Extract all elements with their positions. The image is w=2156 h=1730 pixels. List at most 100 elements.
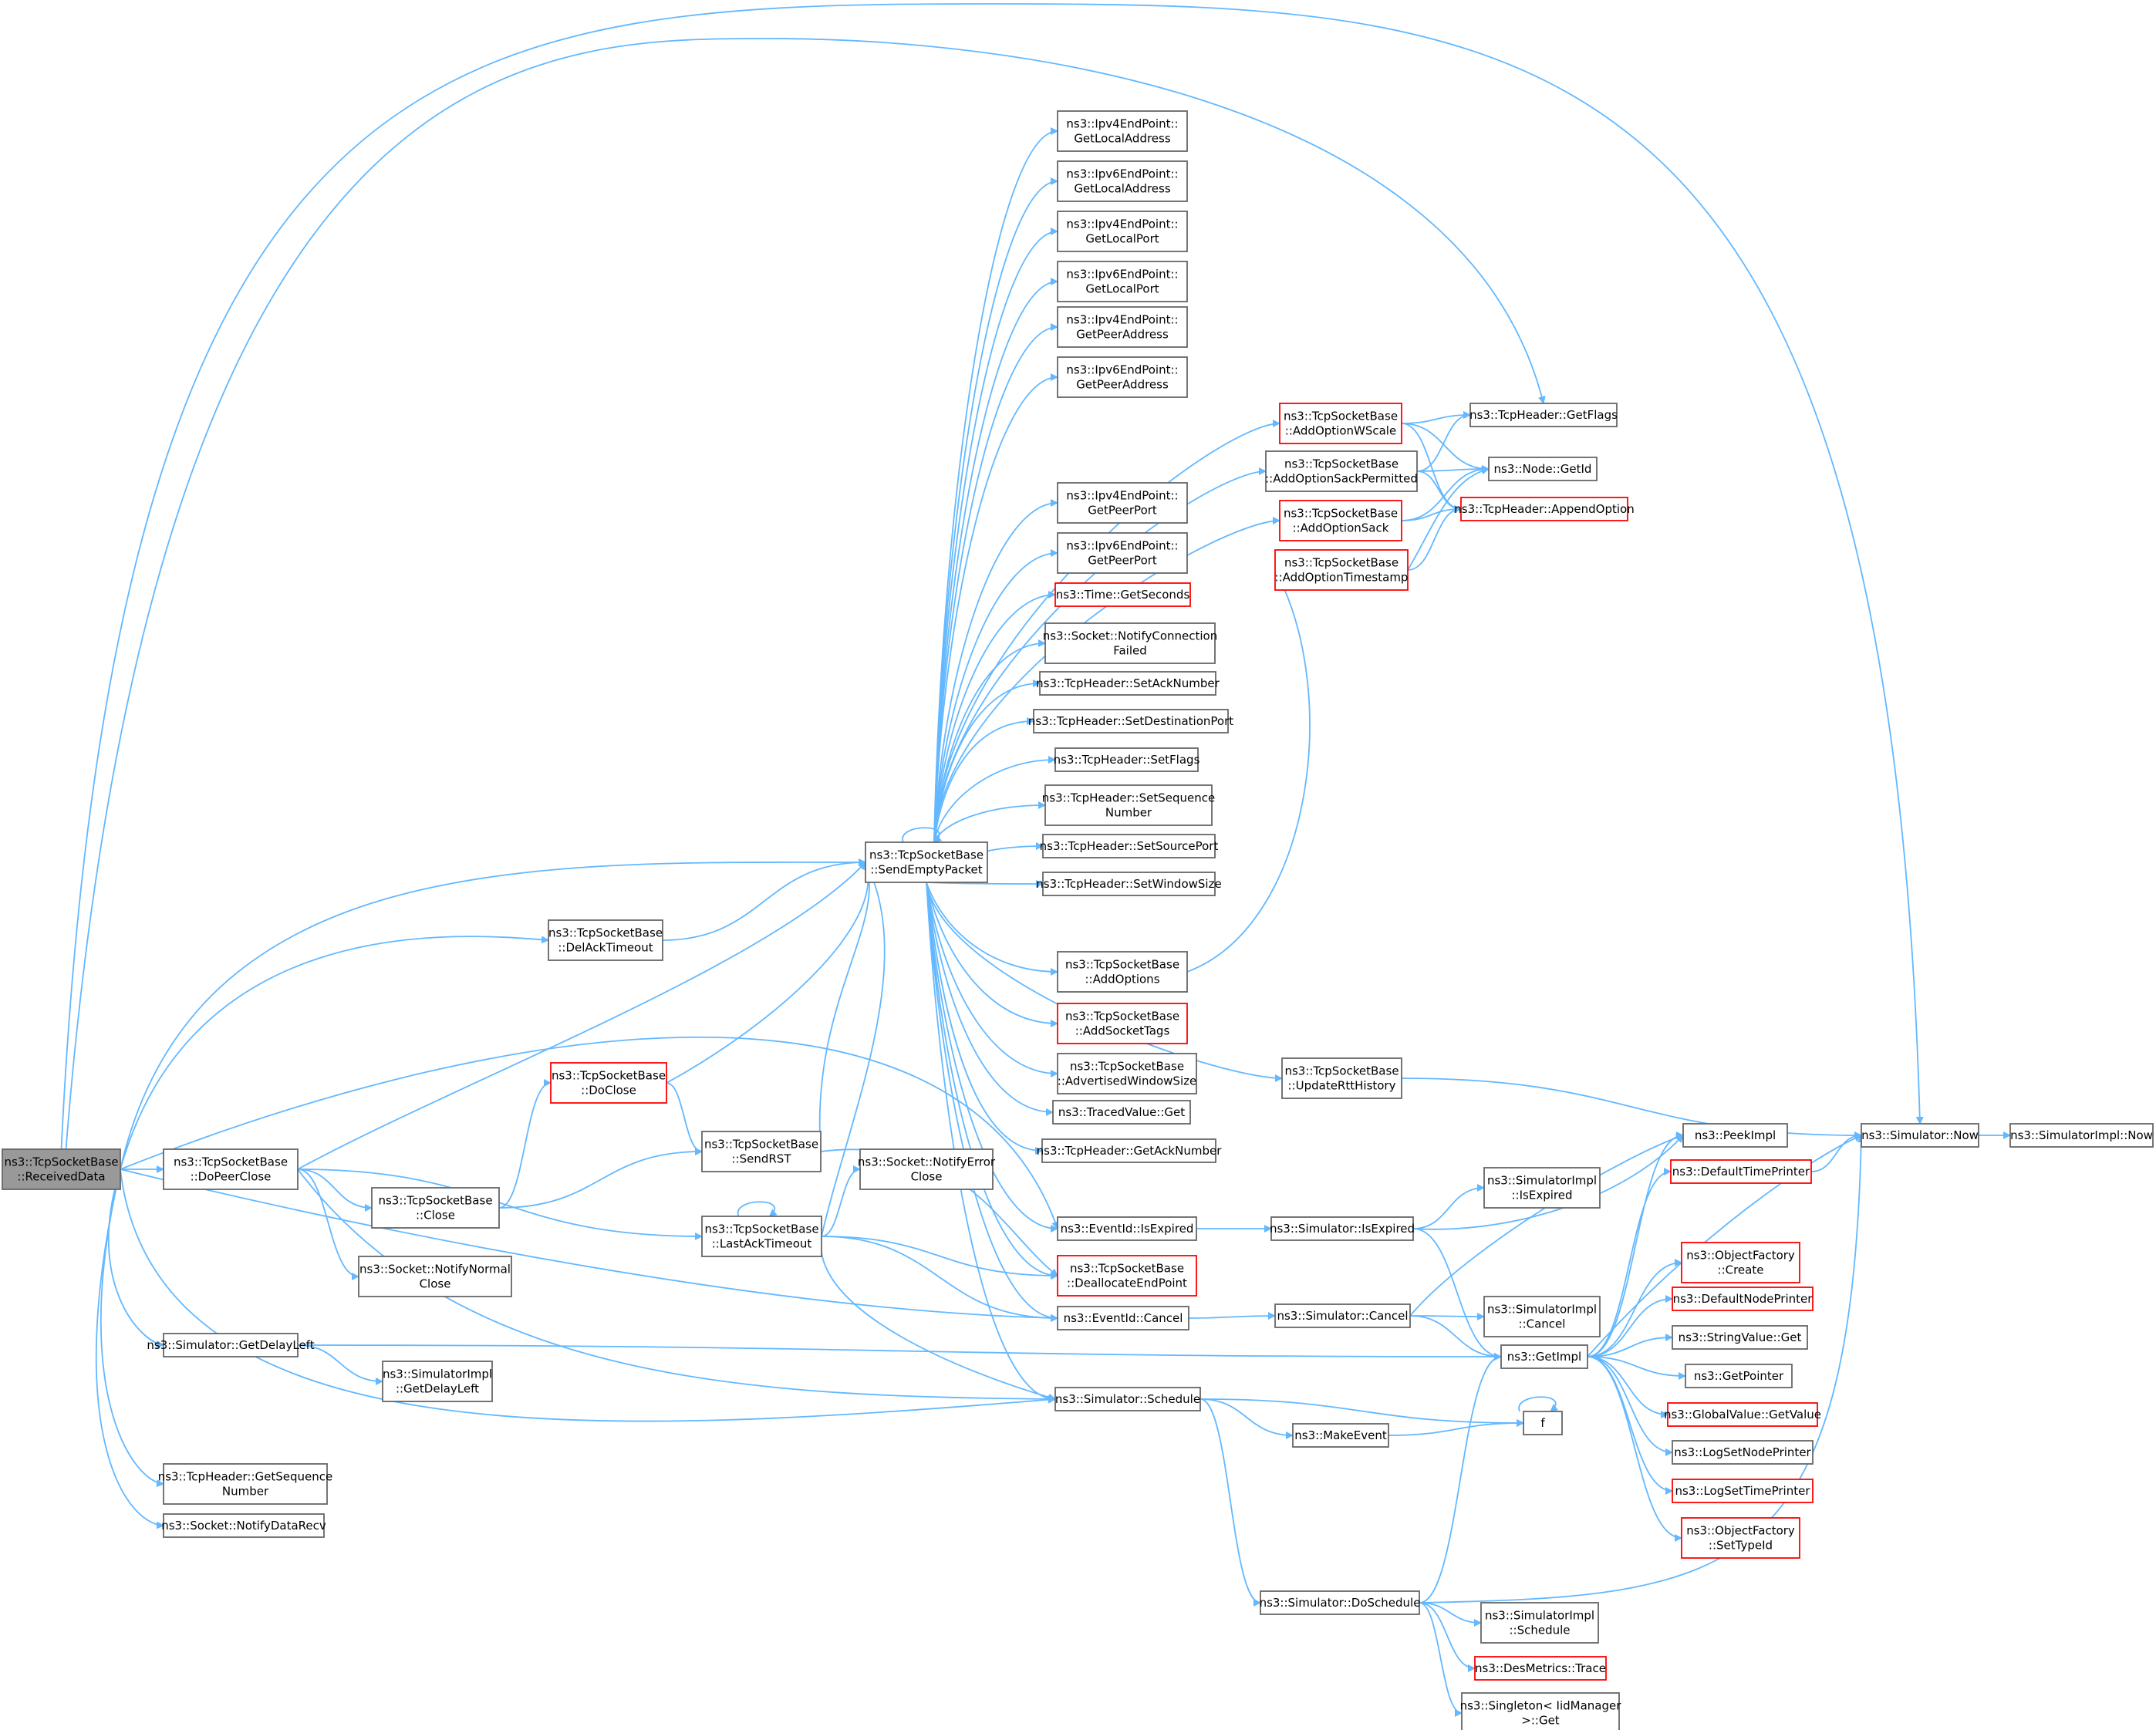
node-ImplIsExpired[interactable]: ns3::SimulatorImpl::IsExpired <box>1483 1167 1601 1209</box>
node-Ipv6GetLocalAddress[interactable]: ns3::Ipv6EndPoint::GetLocalAddress <box>1057 160 1188 202</box>
node-box[interactable] <box>1265 450 1418 492</box>
node-AppendOption[interactable]: ns3::TcpHeader::AppendOption <box>1454 497 1635 521</box>
node-box[interactable] <box>1044 784 1213 826</box>
node-DeallocateEndPoint[interactable]: ns3::TcpSocketBase::DeallocateEndPoint <box>1057 1255 1197 1297</box>
node-box[interactable] <box>1483 1296 1601 1337</box>
node-EventIdIsExpired[interactable]: ns3::EventId::IsExpired <box>1057 1216 1197 1241</box>
node-box[interactable] <box>1057 110 1188 152</box>
node-box[interactable] <box>371 1187 500 1229</box>
node-Ipv4GetLocalPort[interactable]: ns3::Ipv4EndPoint::GetLocalPort <box>1057 211 1188 252</box>
node-box[interactable] <box>1270 1216 1414 1241</box>
node-SimSchedule[interactable]: ns3::Simulator::Schedule <box>1054 1387 1201 1411</box>
node-ImplSchedule[interactable]: ns3::SimulatorImpl::Schedule <box>1480 1602 1599 1644</box>
node-box[interactable] <box>1057 306 1188 348</box>
node-SetDestinationPort[interactable]: ns3::TcpHeader::SetDestinationPort <box>1028 709 1233 733</box>
node-ImplCancel[interactable]: ns3::SimulatorImpl::Cancel <box>1483 1296 1601 1337</box>
node-SendRST[interactable]: ns3::TcpSocketBase::SendRST <box>701 1131 822 1172</box>
node-box[interactable] <box>1057 951 1188 993</box>
node-Close[interactable]: ns3::TcpSocketBase::Close <box>371 1187 500 1229</box>
node-SimNow[interactable]: ns3::Simulator::Now <box>1861 1123 1979 1148</box>
node-Ipv6GetLocalPort[interactable]: ns3::Ipv6EndPoint::GetLocalPort <box>1057 261 1188 302</box>
node-AddOptions[interactable]: ns3::TcpSocketBase::AddOptions <box>1057 951 1188 993</box>
node-box[interactable] <box>1672 1287 1814 1311</box>
node-PeekImpl[interactable]: ns3::PeekImpl <box>1682 1123 1788 1148</box>
node-box[interactable] <box>1274 1303 1411 1328</box>
node-box[interactable] <box>1042 872 1216 896</box>
node-box[interactable] <box>1054 1387 1201 1411</box>
node-ObjectFactoryCreate[interactable]: ns3::ObjectFactory::Create <box>1681 1242 1800 1283</box>
node-SimCancel[interactable]: ns3::Simulator::Cancel <box>1274 1303 1411 1328</box>
node-box[interactable] <box>163 1333 299 1357</box>
node-box[interactable] <box>1488 457 1598 481</box>
node-box[interactable] <box>1054 747 1199 772</box>
node-ImplGetDelayLeft[interactable]: ns3::SimulatorImpl::GetDelayLeft <box>382 1361 493 1402</box>
node-box[interactable] <box>163 1463 328 1505</box>
node-box[interactable] <box>1057 1216 1197 1241</box>
node-box[interactable] <box>1057 261 1188 302</box>
node-Ipv4GetLocalAddress[interactable]: ns3::Ipv4EndPoint::GetLocalAddress <box>1057 110 1188 152</box>
node-box[interactable] <box>1681 1242 1800 1283</box>
node-box[interactable] <box>382 1361 493 1402</box>
node-box[interactable] <box>1460 497 1628 521</box>
node-SetFlags[interactable]: ns3::TcpHeader::SetFlags <box>1054 747 1200 772</box>
node-GetPointer[interactable]: ns3::GetPointer <box>1685 1364 1793 1388</box>
node-box[interactable] <box>1039 671 1216 696</box>
node-box[interactable] <box>1057 160 1188 202</box>
node-box[interactable] <box>1861 1123 1979 1148</box>
node-box[interactable] <box>1682 1123 1788 1148</box>
node-NodeGetId[interactable]: ns3::Node::GetId <box>1488 457 1598 481</box>
node-TimeGetSeconds[interactable]: ns3::Time::GetSeconds <box>1054 582 1191 607</box>
node-DoClose[interactable]: ns3::TcpSocketBase::DoClose <box>550 1062 667 1104</box>
node-SingletonGet[interactable]: ns3::Singleton< IidManager >::Get <box>1460 1692 1622 1730</box>
node-box[interactable] <box>358 1256 512 1297</box>
node-TracedValueGet[interactable]: ns3::TracedValue::Get <box>1052 1100 1191 1125</box>
node-box[interactable] <box>1052 1100 1191 1125</box>
node-box[interactable] <box>550 1062 667 1104</box>
node-StringValueGet[interactable]: ns3::StringValue::Get <box>1672 1325 1808 1350</box>
node-box[interactable] <box>1054 582 1191 607</box>
node-box[interactable] <box>1057 1053 1197 1094</box>
node-box[interactable] <box>2009 1123 2154 1148</box>
node-box[interactable] <box>1667 1402 1818 1427</box>
node-box[interactable] <box>1057 211 1188 252</box>
node-f[interactable]: f <box>1523 1411 1563 1435</box>
node-box[interactable] <box>548 919 663 961</box>
node-UpdateRttHistory[interactable]: ns3::TcpSocketBase::UpdateRttHistory <box>1281 1057 1402 1099</box>
node-box[interactable] <box>1670 1159 1812 1184</box>
node-Ipv6GetPeerAddress[interactable]: ns3::Ipv6EndPoint::GetPeerAddress <box>1057 356 1188 398</box>
node-SendEmptyPacket[interactable]: ns3::TcpSocketBase::SendEmptyPacket <box>865 841 988 883</box>
node-DefaultNodePrinter[interactable]: ns3::DefaultNodePrinter <box>1672 1287 1814 1311</box>
node-box[interactable] <box>1469 403 1618 427</box>
node-ImplNow[interactable]: ns3::SimulatorImpl::Now <box>2009 1123 2154 1148</box>
node-DelAckTimeout[interactable]: ns3::TcpSocketBase::DelAckTimeout <box>548 919 663 961</box>
node-box[interactable] <box>701 1216 822 1257</box>
node-box[interactable] <box>1281 1057 1402 1099</box>
node-box[interactable] <box>859 1148 994 1190</box>
node-SetWindowSize[interactable]: ns3::TcpHeader::SetWindowSize <box>1036 872 1222 896</box>
node-box[interactable] <box>1057 356 1188 398</box>
node-box[interactable] <box>163 1513 325 1538</box>
node-box[interactable] <box>163 1148 299 1190</box>
node-SetSourcePort[interactable]: ns3::TcpHeader::SetSourcePort <box>1040 834 1219 858</box>
node-AddOptionTimestamp[interactable]: ns3::TcpSocketBase::AddOptionTimestamp <box>1274 549 1409 591</box>
node-AddSocketTags[interactable]: ns3::TcpSocketBase::AddSocketTags <box>1057 1003 1188 1044</box>
node-MakeEvent[interactable]: ns3::MakeEvent <box>1292 1423 1389 1448</box>
node-box[interactable] <box>865 841 988 883</box>
node-AddOptionWScale[interactable]: ns3::TcpSocketBase::AddOptionWScale <box>1279 403 1402 444</box>
node-DoPeerClose[interactable]: ns3::TcpSocketBase::DoPeerClose <box>163 1148 299 1190</box>
node-box[interactable] <box>1260 1590 1420 1615</box>
node-box[interactable] <box>1672 1325 1808 1350</box>
node-box[interactable] <box>1044 622 1216 664</box>
node-EventIdCancel[interactable]: ns3::EventId::Cancel <box>1057 1306 1189 1330</box>
node-box[interactable] <box>1672 1440 1814 1465</box>
node-AdvertisedWindowSize[interactable]: ns3::TcpSocketBase::AdvertisedWindowSize <box>1057 1053 1197 1094</box>
node-box[interactable] <box>1523 1411 1563 1435</box>
node-SetAckNumber[interactable]: ns3::TcpHeader::SetAckNumber <box>1036 671 1220 696</box>
node-NotifyDataRecv[interactable]: ns3::Socket::NotifyDataRecv <box>161 1513 326 1538</box>
node-box[interactable] <box>1500 1344 1588 1369</box>
